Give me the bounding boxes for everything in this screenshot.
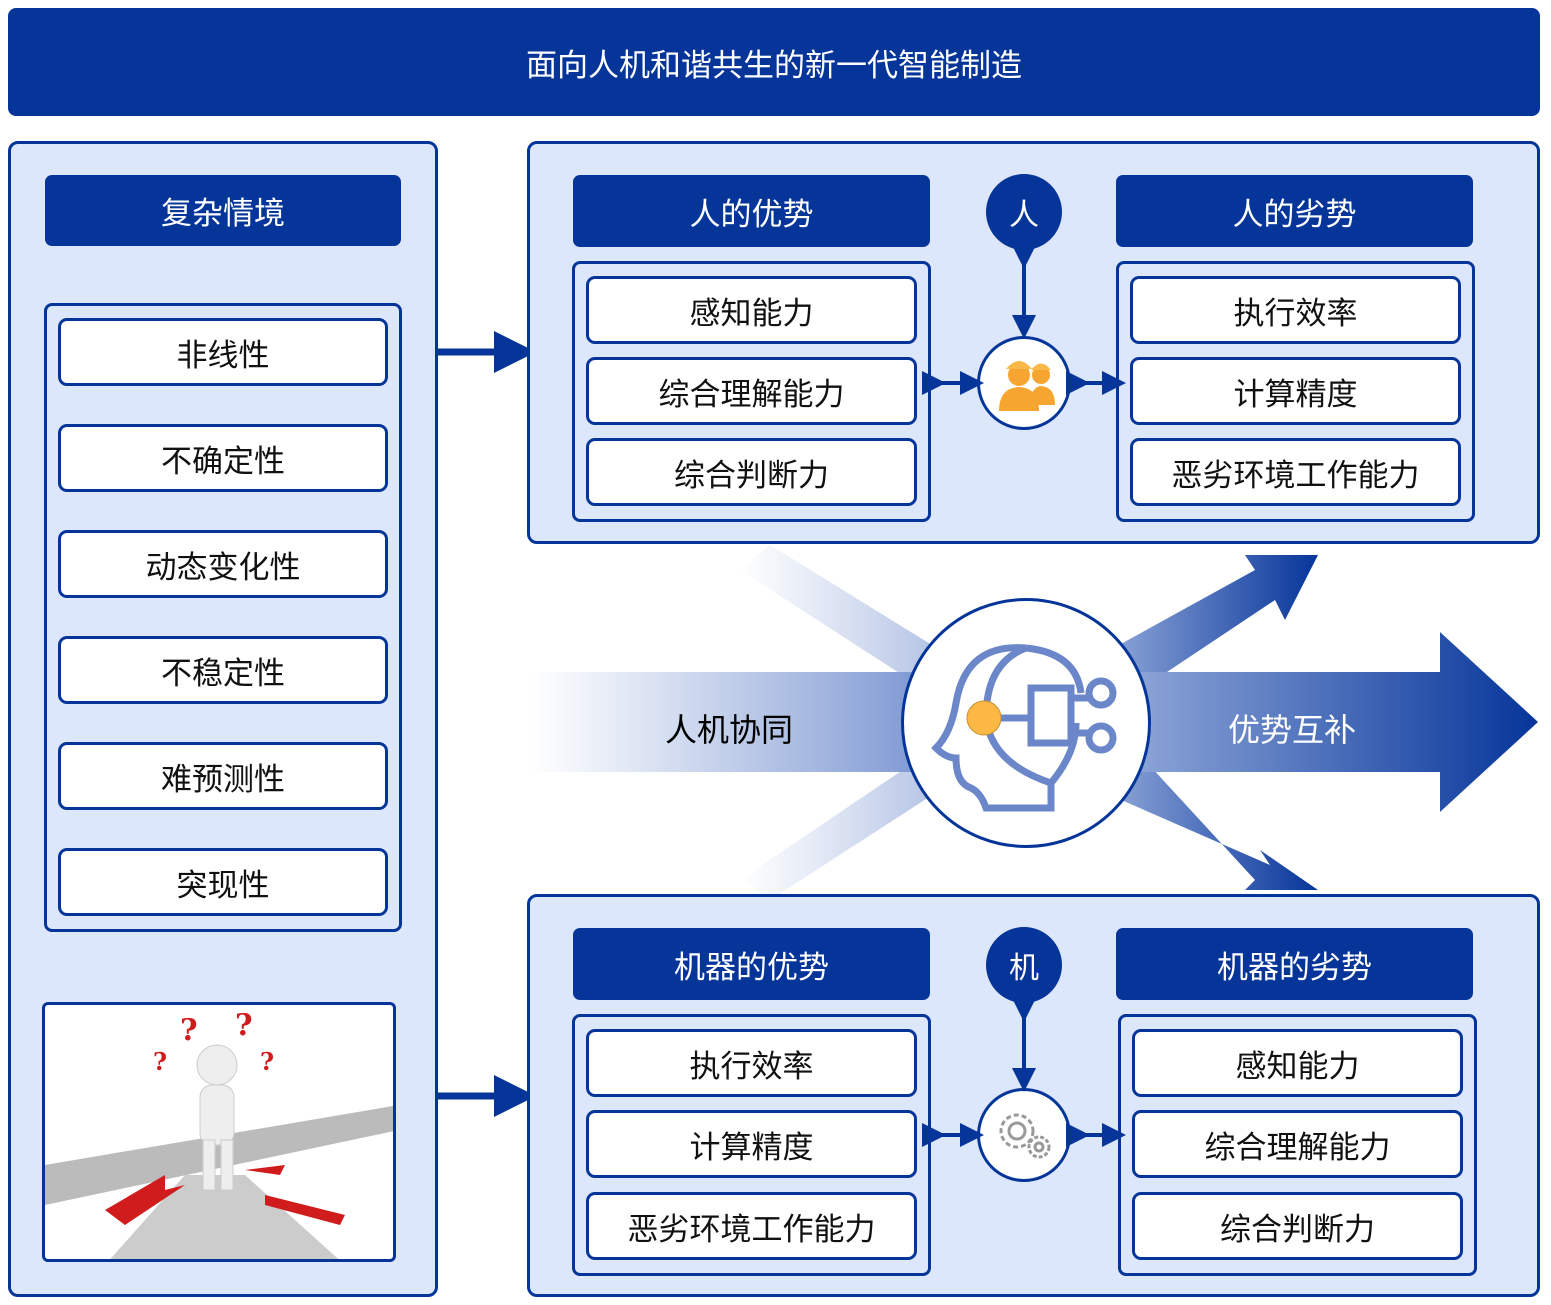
list-item: 非线性 bbox=[58, 318, 388, 386]
svg-text:?: ? bbox=[260, 1047, 274, 1076]
list-item: 不确定性 bbox=[58, 424, 388, 492]
machine-disadvantages-header: 机器的劣势 bbox=[1116, 928, 1473, 1000]
situation-list bbox=[44, 303, 402, 932]
complex-situation-header: 复杂情境 bbox=[45, 175, 401, 246]
list-item: 恶劣环境工作能力 bbox=[586, 1192, 917, 1260]
complementary-label: 优势互补 bbox=[1228, 711, 1357, 749]
arrow-right bbox=[1130, 632, 1538, 812]
collaboration-label: 人机协同 bbox=[665, 711, 794, 749]
list-item: 恶劣环境工作能力 bbox=[1130, 438, 1461, 506]
list-item: 综合判断力 bbox=[586, 438, 917, 506]
band-left bbox=[530, 672, 920, 772]
human-disadvantages-header: 人的劣势 bbox=[1116, 175, 1473, 247]
list-item: 计算精度 bbox=[1130, 357, 1461, 425]
band-upper-left bbox=[740, 545, 940, 680]
list-item: 感知能力 bbox=[1132, 1029, 1463, 1097]
machine-advantages-header: 机器的优势 bbox=[573, 928, 930, 1000]
list-item: 执行效率 bbox=[586, 1029, 917, 1097]
confused-person-image: ? ? ? ? bbox=[42, 1002, 396, 1262]
list-item: 综合理解能力 bbox=[1132, 1110, 1463, 1178]
list-item: 动态变化性 bbox=[58, 530, 388, 598]
human-badge: 人 bbox=[986, 174, 1062, 250]
page-title: 面向人机和谐共生的新一代智能制造 bbox=[8, 8, 1540, 116]
list-item: 综合理解能力 bbox=[586, 357, 917, 425]
list-item: 计算精度 bbox=[586, 1110, 917, 1178]
list-item: 感知能力 bbox=[586, 276, 917, 344]
workers-icon bbox=[977, 336, 1071, 430]
list-item: 突现性 bbox=[58, 848, 388, 916]
ai-head-icon bbox=[901, 598, 1151, 848]
arrow-upper-right bbox=[1110, 555, 1318, 690]
list-item: 难预测性 bbox=[58, 742, 388, 810]
list-item: 执行效率 bbox=[1130, 276, 1461, 344]
human-connector-arrows bbox=[922, 245, 1126, 395]
band-lower-left bbox=[740, 765, 940, 900]
arrow-lower-right bbox=[1110, 755, 1318, 890]
machine-connector-arrows bbox=[922, 998, 1126, 1147]
svg-text:?: ? bbox=[180, 1013, 198, 1048]
svg-text:?: ? bbox=[235, 1008, 253, 1043]
list-item: 综合判断力 bbox=[1132, 1192, 1463, 1260]
machine-badge: 机 bbox=[986, 927, 1062, 1003]
list-item: 不稳定性 bbox=[58, 636, 388, 704]
svg-text:?: ? bbox=[153, 1047, 167, 1076]
human-advantages-header: 人的优势 bbox=[573, 175, 930, 247]
